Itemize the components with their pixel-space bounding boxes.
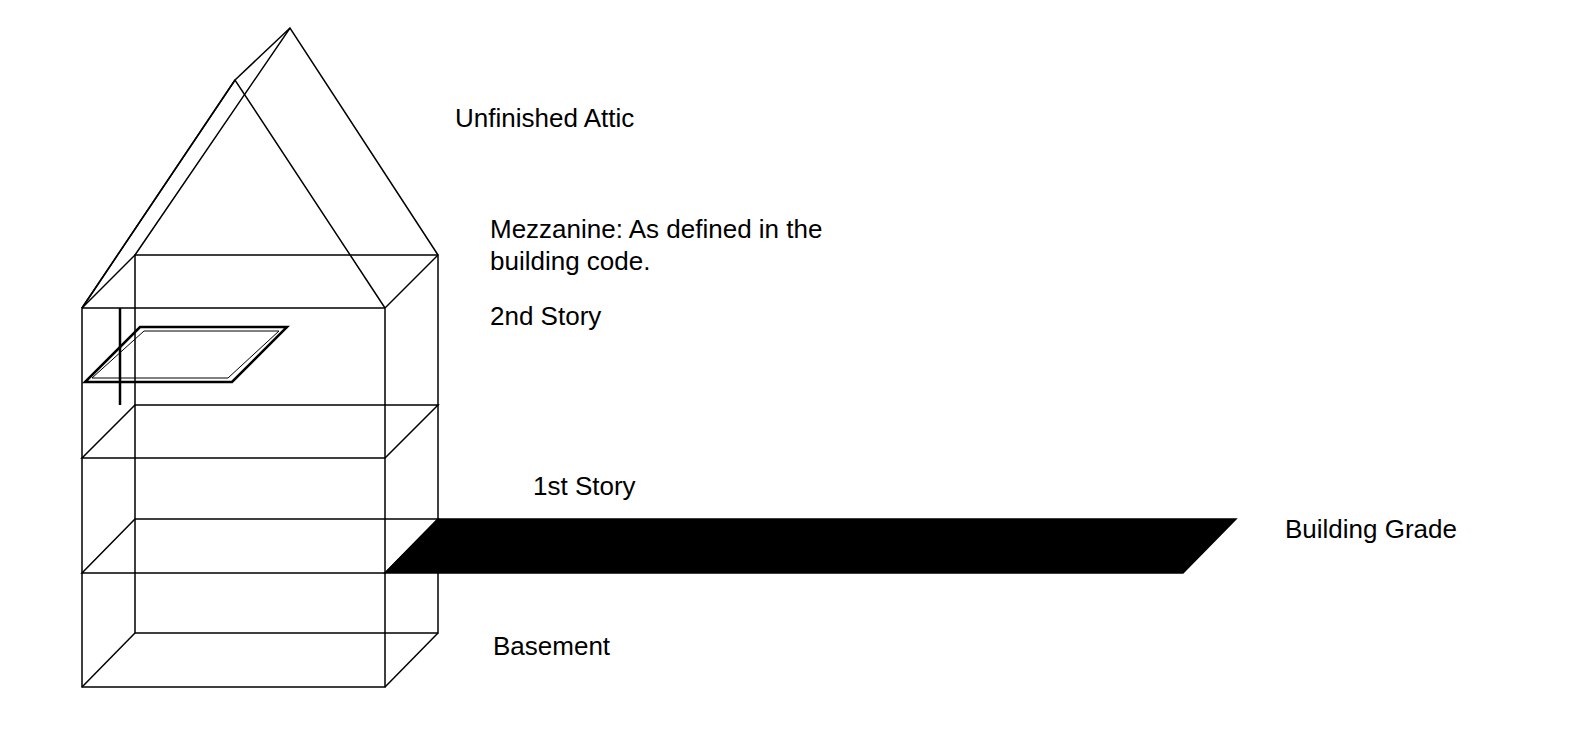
corner-edge <box>385 255 438 308</box>
second-floor <box>82 405 438 458</box>
front-gable <box>82 80 385 308</box>
floor-label: Basement <box>493 630 610 662</box>
mezzanine-post <box>119 308 122 405</box>
roof-edge <box>82 80 235 308</box>
floor-label: 1st Story <box>533 470 636 502</box>
floor-label: Unfinished Attic <box>455 102 634 134</box>
corner-edge <box>82 633 135 687</box>
back-gable <box>135 28 438 255</box>
grade-band <box>385 519 1236 573</box>
floor-label: Mezzanine: As defined in the building co… <box>490 213 855 277</box>
corner-edge <box>82 255 135 308</box>
grade-floor <box>82 519 438 573</box>
floor-label: Building Grade <box>1285 513 1457 545</box>
front-face <box>82 308 385 687</box>
ridge-line <box>235 28 290 80</box>
corner-edge <box>385 633 438 687</box>
floor-label: 2nd Story <box>490 300 601 332</box>
mezzanine-deck <box>85 327 287 382</box>
back-face <box>135 255 438 633</box>
mezzanine-deck-inner <box>92 331 279 378</box>
